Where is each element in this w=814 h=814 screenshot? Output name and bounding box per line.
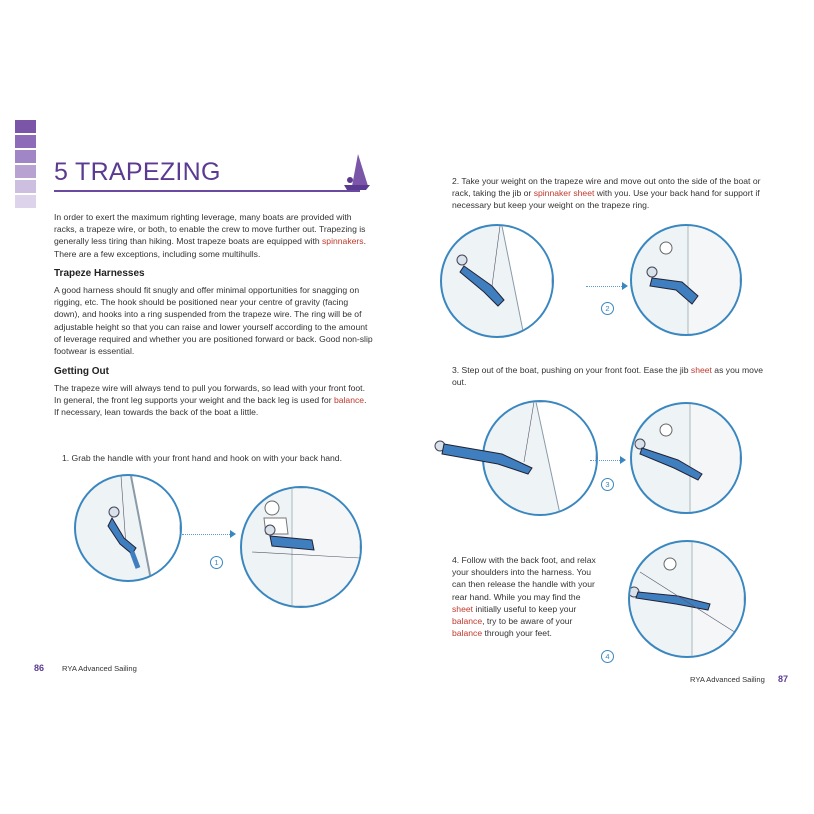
step-3-illustration-a — [482, 400, 598, 516]
heading-trapeze-harnesses: Trapeze Harnesses — [54, 268, 145, 279]
trapeze-illustration — [646, 226, 740, 334]
arrow-head — [230, 530, 236, 538]
step-number-2: 2 — [601, 302, 614, 315]
step-2-illustration-b — [630, 224, 742, 336]
title-rule — [54, 190, 360, 192]
getting-out-paragraph: The trapeze wire will always tend to pul… — [54, 383, 367, 418]
step-number-3: 3 — [601, 478, 614, 491]
step-2-illustration-a — [440, 224, 554, 338]
arrow-head — [622, 282, 628, 290]
trapeze-illustration — [107, 476, 180, 580]
chapter-title: 5 TRAPEZING — [54, 158, 221, 186]
step-4-text: 4. Follow with the back foot, and relax … — [452, 555, 596, 639]
glossary-link-spinnaker-sheet[interactable]: spinnaker sheet — [533, 188, 595, 199]
heading-getting-out: Getting Out — [54, 366, 109, 377]
crew-figure-extended — [434, 440, 533, 475]
step-number-4: 4 — [601, 650, 614, 663]
glossary-link-sheet-2[interactable]: sheet — [452, 603, 474, 614]
glossary-link-balance-3[interactable]: balance — [452, 628, 483, 639]
step-1-illustration-a — [74, 474, 182, 582]
glossary-link-sheet[interactable]: sheet — [690, 365, 712, 375]
glossary-link-spinnakers[interactable]: spinnakers — [322, 236, 364, 247]
step-arrow — [182, 534, 230, 535]
trapeze-illustration — [630, 542, 744, 656]
step-3-illustration-b — [630, 402, 742, 514]
footer-right: RYA Advanced Sailing — [690, 675, 765, 684]
arrow-head — [620, 456, 626, 464]
step-3-text: 3. Step out of the boat, pushing on your… — [452, 365, 764, 388]
page-number-left: 86 — [34, 663, 45, 673]
step-1-text: 1. Grab the handle with your front hand … — [62, 453, 342, 463]
page-number-right: 87 — [778, 674, 789, 684]
step-2-text: 2. Take your weight on the trapeze wire … — [452, 176, 761, 211]
footer-left: RYA Advanced Sailing — [62, 664, 137, 673]
step-1-illustration-b — [240, 486, 362, 608]
glossary-link-balance[interactable]: balance — [333, 395, 365, 406]
step-number-1: 1 — [210, 556, 223, 569]
intro-paragraph: In order to exert the maximum righting l… — [54, 212, 366, 259]
trapeze-illustration — [456, 226, 552, 336]
chapter-tab — [15, 120, 36, 212]
step-arrow — [586, 286, 624, 287]
trapeze-illustration — [523, 402, 596, 514]
trapeze-illustration — [251, 488, 360, 606]
glossary-link-balance-2[interactable]: balance — [452, 616, 483, 627]
sailboat-icon — [344, 154, 370, 190]
step-arrow — [590, 460, 622, 461]
harness-paragraph: A good harness should fit snugly and off… — [54, 285, 373, 357]
step-4-illustration — [628, 540, 746, 658]
trapeze-illustration — [634, 404, 740, 512]
